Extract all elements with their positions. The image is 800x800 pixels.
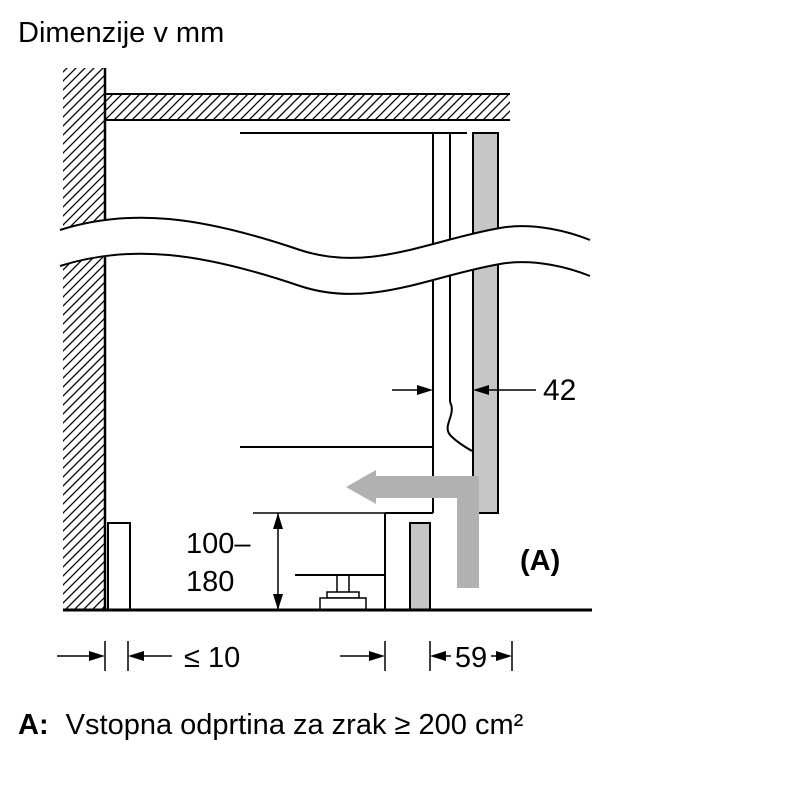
arrowhead-right-icon bbox=[89, 651, 105, 661]
break-band bbox=[60, 217, 590, 294]
arrowhead-right-icon bbox=[496, 651, 512, 661]
dimension-plinth-height: 100– 180 bbox=[186, 513, 283, 610]
dim-label-100: 100– bbox=[186, 528, 251, 560]
diagram-title: Dimenzije v mm bbox=[18, 17, 224, 49]
dimension-door-depth: 42 bbox=[392, 374, 576, 407]
dim-label-180: 180 bbox=[186, 566, 234, 598]
arrowhead-up-icon bbox=[273, 513, 283, 529]
door-panel bbox=[472, 132, 499, 514]
arrowhead-right-icon bbox=[417, 385, 433, 395]
dim-label-42: 42 bbox=[543, 374, 576, 407]
door-bottom-break-line bbox=[446, 401, 473, 452]
air-opening-note: A: Vstopna odprtina za zrak ≥ 200 cm² bbox=[18, 709, 524, 741]
foot-base bbox=[319, 597, 367, 611]
note-text: Vstopna odprtina za zrak ≥ 200 cm² bbox=[66, 709, 524, 741]
arrowhead-left-icon bbox=[430, 651, 446, 661]
dim-label-wall-gap: ≤ 10 bbox=[184, 642, 240, 674]
arrowhead-right-icon bbox=[369, 651, 385, 661]
ceiling-hatch bbox=[105, 94, 510, 120]
wall-hatch bbox=[63, 68, 105, 610]
foot-plate bbox=[326, 591, 360, 599]
note-label: A: bbox=[18, 709, 49, 741]
dim-label-59: 59 bbox=[455, 642, 487, 674]
plinth-panel bbox=[409, 522, 431, 611]
airflow-arrow-shaft bbox=[372, 476, 479, 588]
dimension-bottom-row: ≤ 10 59 bbox=[57, 641, 513, 674]
break-wave-top-line bbox=[59, 216, 591, 259]
arrowhead-left-icon bbox=[473, 385, 489, 395]
skirting-board bbox=[107, 522, 131, 611]
break-wave-bottom-line bbox=[59, 252, 591, 295]
arrowhead-left-icon bbox=[128, 651, 144, 661]
airflow-point-label: (A) bbox=[520, 545, 560, 577]
airflow-arrow-head bbox=[346, 470, 376, 504]
arrowhead-down-icon bbox=[273, 594, 283, 610]
